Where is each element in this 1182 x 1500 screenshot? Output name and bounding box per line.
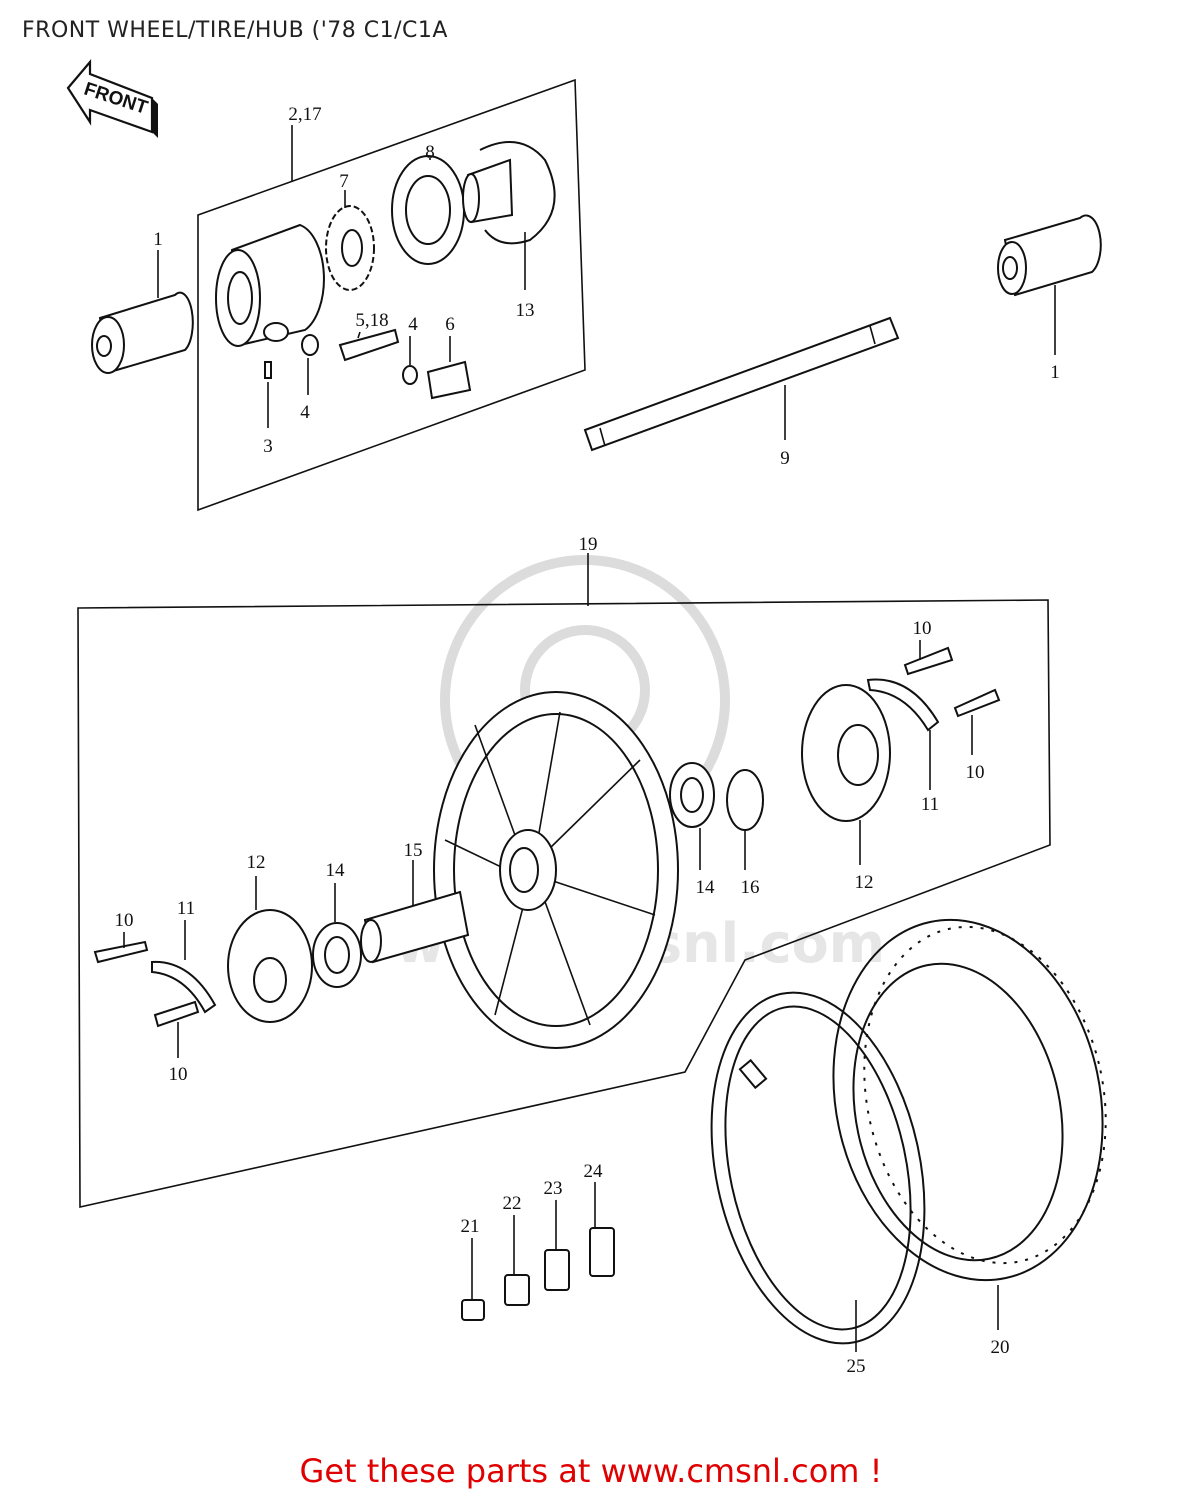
bearing-left [312, 922, 362, 988]
front-arrow-sign: FRONT [66, 58, 158, 138]
label-15: 15 [404, 840, 423, 861]
collar-left [91, 291, 194, 374]
wheel-rim [433, 691, 679, 1049]
label-1: 1 [1050, 362, 1060, 383]
hub-plate-right [801, 684, 891, 822]
spacer-tube [360, 890, 470, 964]
label-1: 1 [153, 229, 163, 250]
balance-weight-23 [544, 1249, 570, 1291]
label-4: 4 [408, 314, 418, 335]
label-13: 13 [516, 300, 535, 321]
label-19: 19 [579, 534, 598, 555]
label-5-18: 5,18 [355, 310, 388, 331]
balance-weight-22 [504, 1274, 530, 1306]
page-title: FRONT WHEEL/TIRE/HUB ('78 C1/C1A [22, 18, 448, 43]
label-6: 6 [445, 314, 455, 335]
bolt-3 [903, 646, 954, 676]
part-labels: 1 1 2,17 3 4 4 5,18 6 7 8 9 10 10 10 10 … [115, 104, 1060, 1377]
hub-assembly-frame [197, 78, 586, 512]
circlip [726, 769, 764, 831]
label-11: 11 [177, 898, 195, 919]
leader-lines [123, 125, 1056, 1352]
label-23: 23 [544, 1178, 563, 1199]
lock-plate-right [866, 678, 940, 732]
parts-diagram: www.cmsnl.com FRONT [66, 58, 1107, 1377]
balance-weight-21 [461, 1299, 485, 1321]
gear-shaft [338, 328, 400, 362]
tire [832, 918, 1107, 1282]
inner-tube [710, 991, 926, 1345]
bolt-1 [93, 940, 149, 964]
bolt-4 [953, 688, 1001, 718]
label-14: 14 [696, 877, 716, 898]
label-20: 20 [991, 1337, 1010, 1358]
label-9: 9 [780, 448, 790, 469]
label-2-17: 2,17 [288, 104, 321, 125]
drive-gear [325, 205, 375, 291]
bearing-right [669, 762, 715, 828]
collar-right [997, 214, 1102, 297]
bearing-upper [391, 155, 465, 265]
bushing [426, 360, 472, 400]
label-4: 4 [300, 402, 310, 423]
label-11: 11 [921, 794, 939, 815]
gear-retainer [462, 141, 556, 245]
label-25: 25 [847, 1356, 866, 1377]
bolt-2 [153, 1000, 200, 1028]
label-3: 3 [263, 436, 273, 457]
pin [264, 361, 272, 379]
label-21: 21 [461, 1216, 480, 1237]
label-12: 12 [247, 852, 266, 873]
cta-link[interactable]: Get these parts at www.cmsnl.com ! [299, 1452, 883, 1490]
label-8: 8 [425, 142, 435, 163]
balance-weight-24 [589, 1227, 615, 1277]
lock-plate-left [151, 960, 217, 1014]
washer-left [301, 334, 319, 356]
label-12: 12 [855, 872, 874, 893]
label-10: 10 [913, 618, 932, 639]
hub-plate-left [227, 909, 313, 1023]
gear-housing [215, 223, 325, 347]
wheel-assembly-frame [77, 599, 1051, 1208]
label-16: 16 [741, 877, 760, 898]
washer-right [402, 365, 418, 385]
label-10: 10 [966, 762, 985, 783]
label-24: 24 [584, 1161, 604, 1182]
label-7: 7 [339, 171, 349, 192]
label-10: 10 [169, 1064, 188, 1085]
axle [583, 316, 900, 452]
label-14: 14 [326, 860, 346, 881]
label-10: 10 [115, 910, 134, 931]
label-22: 22 [503, 1193, 522, 1214]
